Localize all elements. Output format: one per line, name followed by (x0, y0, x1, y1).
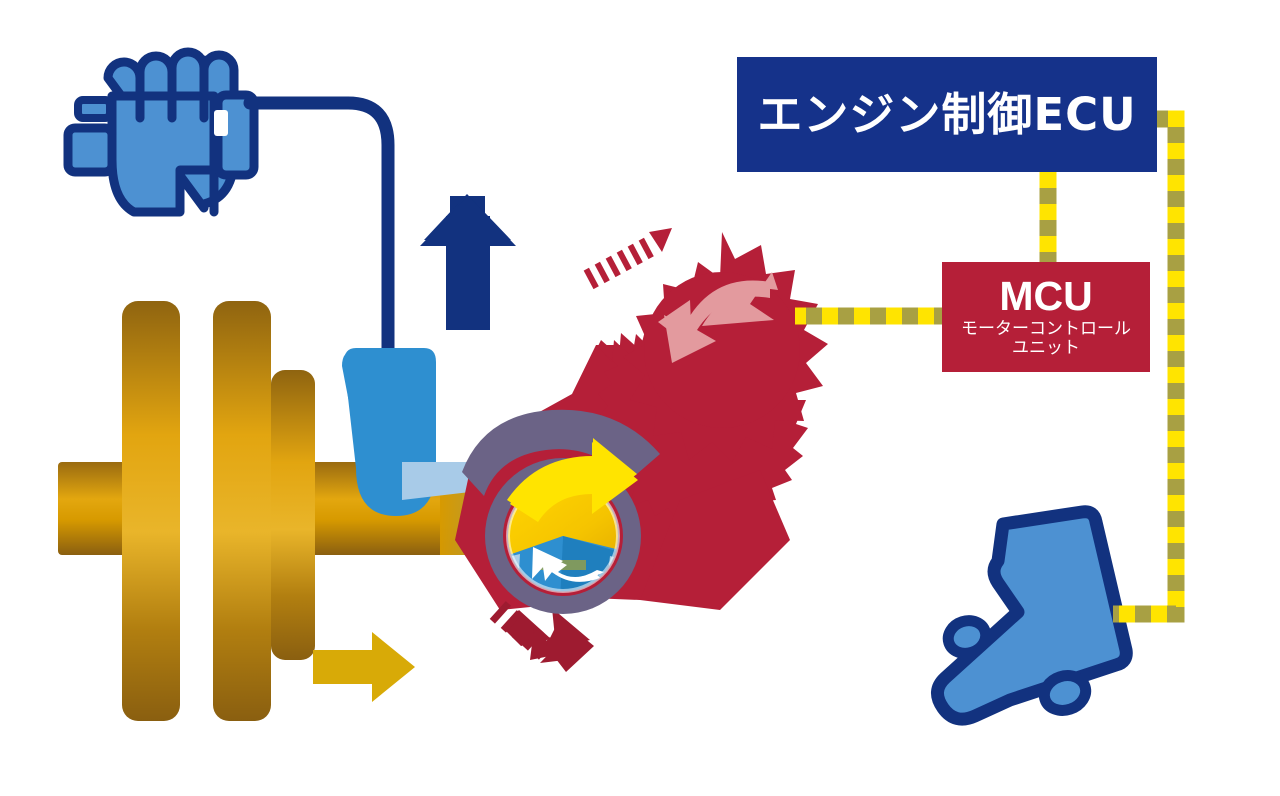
ecu-label: エンジン制御ECU (757, 88, 1137, 141)
hand-knuckle-upper (74, 96, 114, 122)
gold-right-arrow (313, 632, 415, 702)
signal-lines (795, 110, 1185, 623)
crankshaft-hub-plate (271, 370, 315, 660)
engine-control-ecu-box[interactable]: エンジン制御ECU (737, 57, 1157, 172)
mcu-subtitle-line-1: モーターコントロール (961, 318, 1131, 339)
pedal-pivot-upper (942, 615, 992, 659)
throttle-lever-flange (402, 462, 470, 500)
lever-grip-notch (214, 110, 228, 136)
mcu-title: MCU (999, 272, 1093, 319)
hand-on-lever-icon (63, 47, 259, 217)
motor-drive-gear (623, 232, 828, 462)
yellow-rotation-arrow (507, 438, 638, 522)
hand-knuckle-lower (63, 123, 117, 177)
accelerator-pedal (931, 505, 1133, 726)
striped-motion-arrow-lower (489, 601, 594, 672)
signal-line-pedal-to-ecu (1113, 110, 1185, 623)
pedal-pivot-lower (1038, 670, 1092, 716)
hand-finger-lines (135, 55, 209, 123)
crankshaft-plate-1 (122, 301, 180, 721)
mcu-subtitle-line-2: ユニット (1012, 338, 1080, 358)
motor-control-unit-box[interactable]: MCU モーターコントロール ユニット (942, 262, 1150, 372)
white-rotation-arrow (532, 547, 604, 582)
control-cable (243, 96, 395, 367)
crankshaft-plate-2 (213, 301, 271, 721)
striped-motion-arrow-upper (583, 228, 672, 290)
blue-up-arrow (420, 194, 516, 330)
